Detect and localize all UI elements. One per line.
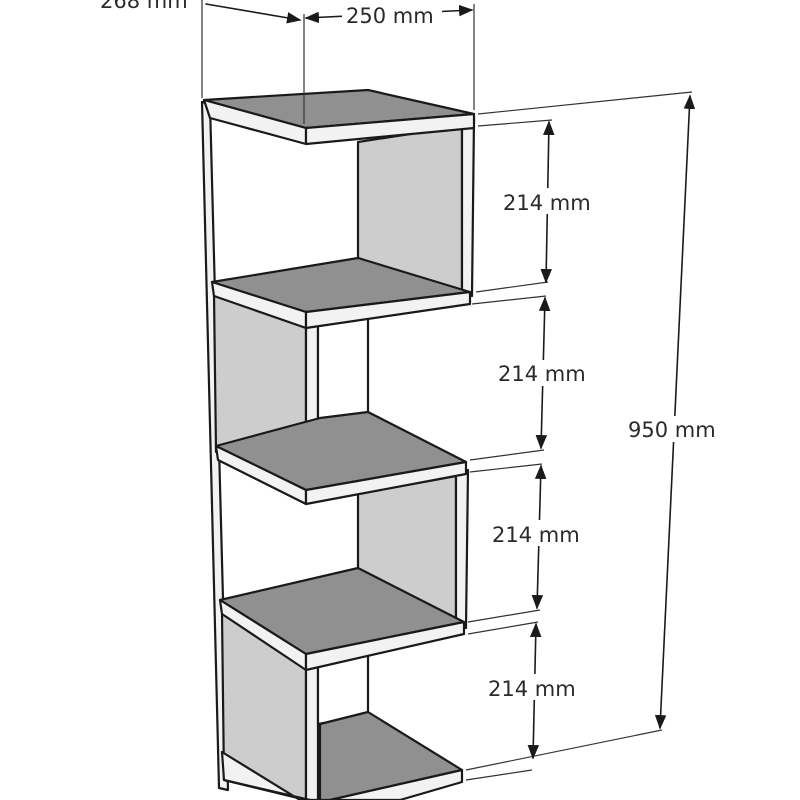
depth-dimension-line [205, 3, 302, 24]
shelf-3 [214, 410, 468, 506]
height-dimension-line [654, 94, 696, 730]
shelf-top [202, 88, 476, 146]
depth-label: 268 mm [100, 0, 188, 13]
compartment-2-inner-side [316, 316, 370, 428]
compartment-4-divider [304, 648, 320, 800]
height-label: 950 mm [628, 418, 716, 442]
compartment-4-label: 214 mm [488, 677, 576, 701]
shelf-4 [218, 566, 466, 672]
bookshelf [200, 88, 476, 800]
compartment-1-right-panel-edge [460, 116, 476, 298]
width-label: 250 mm [346, 4, 434, 28]
shelf-bottom [220, 710, 464, 800]
compartment-3-label: 214 mm [492, 523, 580, 547]
dimension-labels: 268 mm 250 mm 214 mm 214 mm 214 mm 214 m… [96, 0, 722, 701]
compartment-1-label: 214 mm [503, 191, 591, 215]
compartment-2-label: 214 mm [498, 362, 586, 386]
compartment-3-right-panel-edge [454, 468, 470, 630]
shelf-2 [210, 256, 472, 330]
